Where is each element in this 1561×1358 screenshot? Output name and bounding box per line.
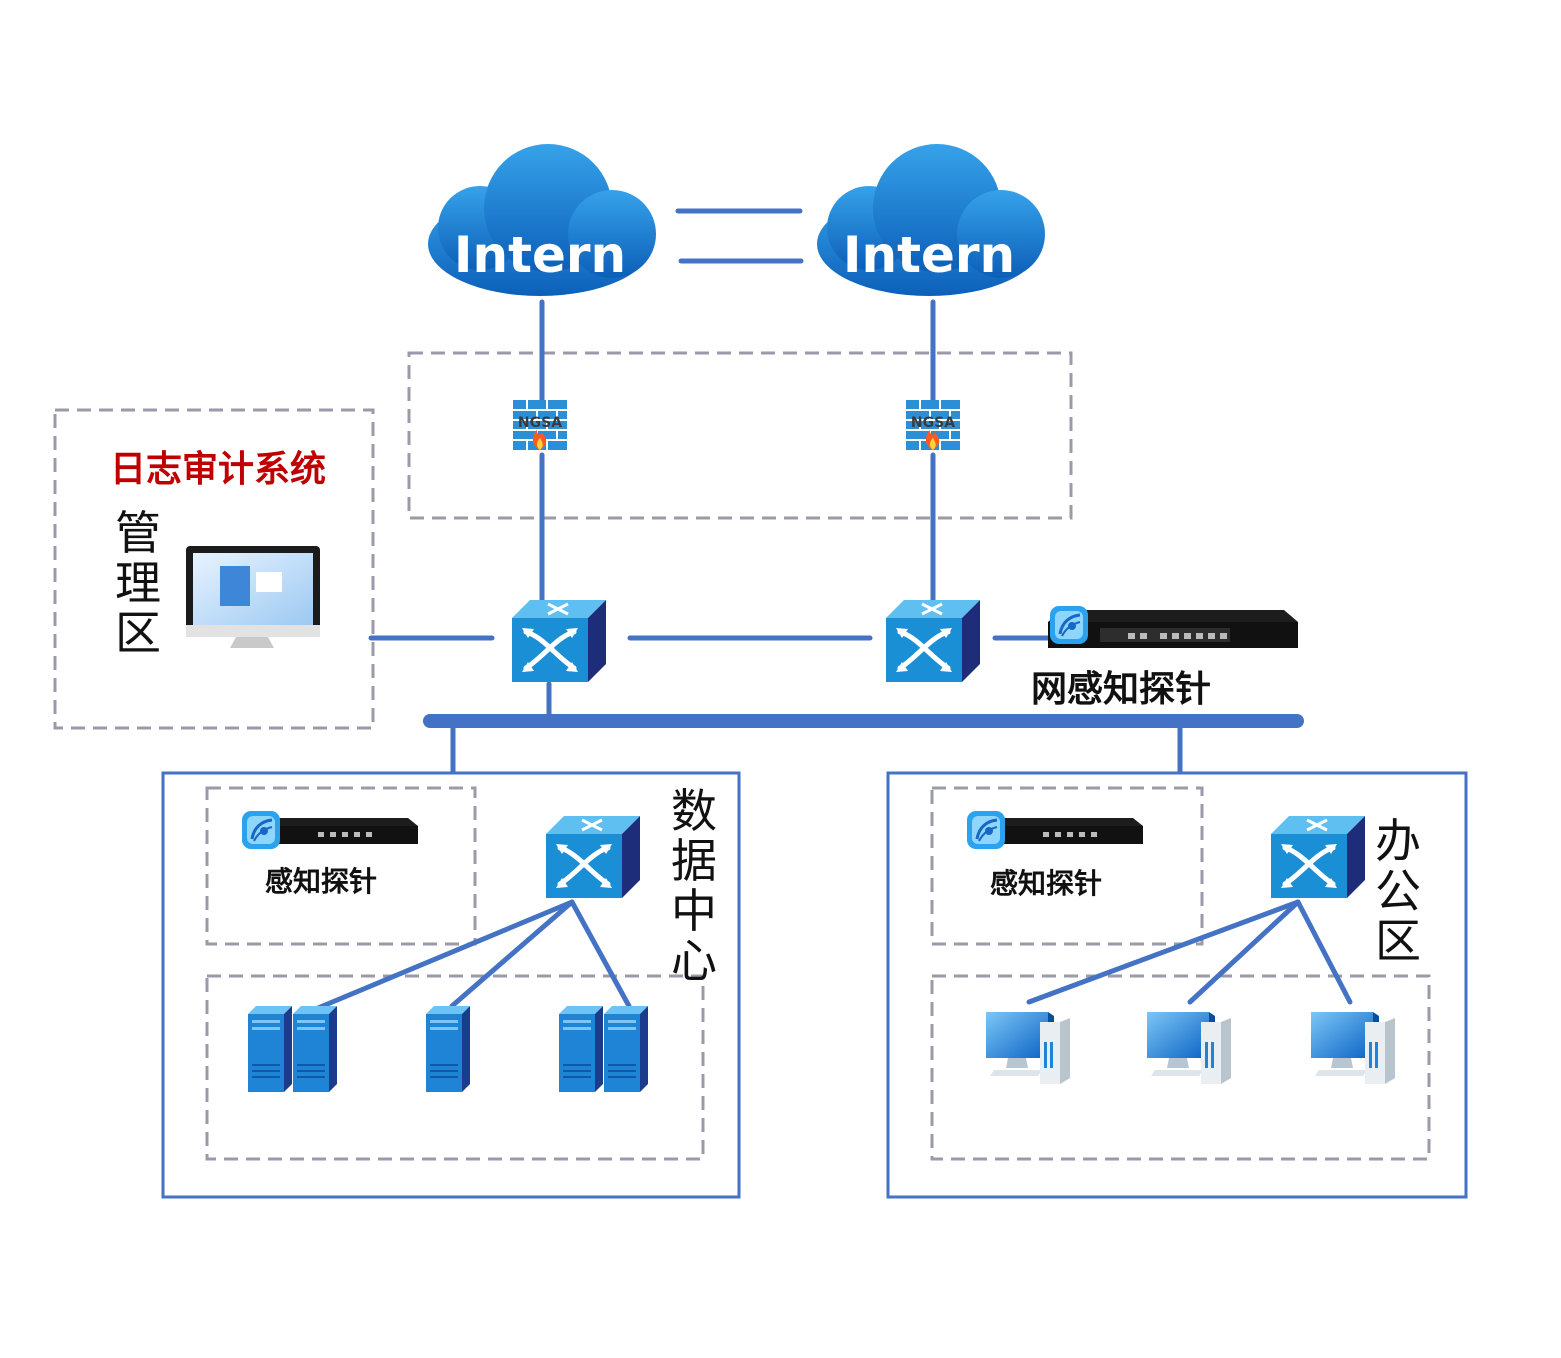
- monitor-stand: [230, 637, 274, 648]
- link-dc-switch-server3: [569, 899, 632, 1009]
- office-pcs-subzone: [930, 974, 1431, 1161]
- firewall-1-label: NGSA: [518, 415, 562, 431]
- office-zone-label: 办公区: [1375, 814, 1421, 968]
- office-pc-2-icon: [1147, 1012, 1231, 1084]
- management-zone-border: [53, 408, 375, 730]
- core-switch-1-icon: [512, 600, 606, 682]
- probe-logo-icon: [965, 809, 1007, 851]
- server-icon: [293, 1006, 337, 1092]
- core-probe-label: 网感知探针: [1031, 669, 1212, 710]
- server-group-3: [559, 1006, 648, 1092]
- office-probe-appliance: [965, 809, 1143, 851]
- screen-panel: [220, 566, 250, 606]
- link-office-switch-pc3: [1295, 899, 1353, 1005]
- cloud-2-label: Intern: [843, 226, 1015, 284]
- link-office-switch-pc1: [1026, 899, 1301, 1005]
- monitor-screen-icon: [193, 553, 313, 625]
- core-probe-appliance: [1048, 604, 1298, 648]
- link-office-switch-pc2: [1187, 899, 1301, 1005]
- management-monitor: [186, 546, 320, 648]
- zones: [53, 351, 1468, 1199]
- firewall-2-label: NGSA: [911, 415, 955, 431]
- management-system-title: 日志审计系统: [110, 449, 327, 490]
- server-icon: [426, 1006, 470, 1092]
- internet-cloud-2: Intern: [817, 144, 1045, 296]
- data-center-probe-subzone: [205, 786, 477, 946]
- links: [315, 208, 1353, 1011]
- datacenter-probe-label: 感知探针: [265, 865, 378, 898]
- office-switch-icon: [1271, 816, 1365, 898]
- office-probe-subzone: [930, 786, 1204, 946]
- server-icon: [604, 1006, 648, 1092]
- firewall-2: NGSA: [905, 399, 961, 451]
- probe-logo-icon: [1048, 604, 1090, 646]
- data-center-servers-subzone: [205, 974, 705, 1161]
- probe-logo-icon: [240, 809, 282, 851]
- office-pc-3-icon: [1311, 1012, 1395, 1084]
- datacenter-probe-appliance: [240, 809, 418, 851]
- office-probe-label: 感知探针: [990, 867, 1103, 900]
- datacenter-switch-icon: [546, 816, 640, 898]
- cloud-1-label: Intern: [454, 226, 626, 284]
- core-switch-2-icon: [886, 600, 980, 682]
- server-icon: [248, 1006, 292, 1092]
- screen-login-box: [256, 572, 282, 592]
- link-dc-switch-server2: [449, 899, 575, 1009]
- server-group-2: [426, 1006, 470, 1092]
- link-dc-switch-server1: [315, 899, 575, 1011]
- server-group-1: [248, 1006, 337, 1092]
- office-pc-1-icon: [986, 1012, 1070, 1084]
- internet-cloud-1: Intern: [428, 144, 656, 296]
- office-zone-border: [886, 771, 1468, 1199]
- server-icon: [559, 1006, 603, 1092]
- firewall-zone-border: [407, 351, 1073, 520]
- management-zone-label: 管理区: [115, 506, 161, 660]
- firewall-1: NGSA: [512, 399, 568, 451]
- datacenter-zone-label: 数据中心: [671, 784, 717, 988]
